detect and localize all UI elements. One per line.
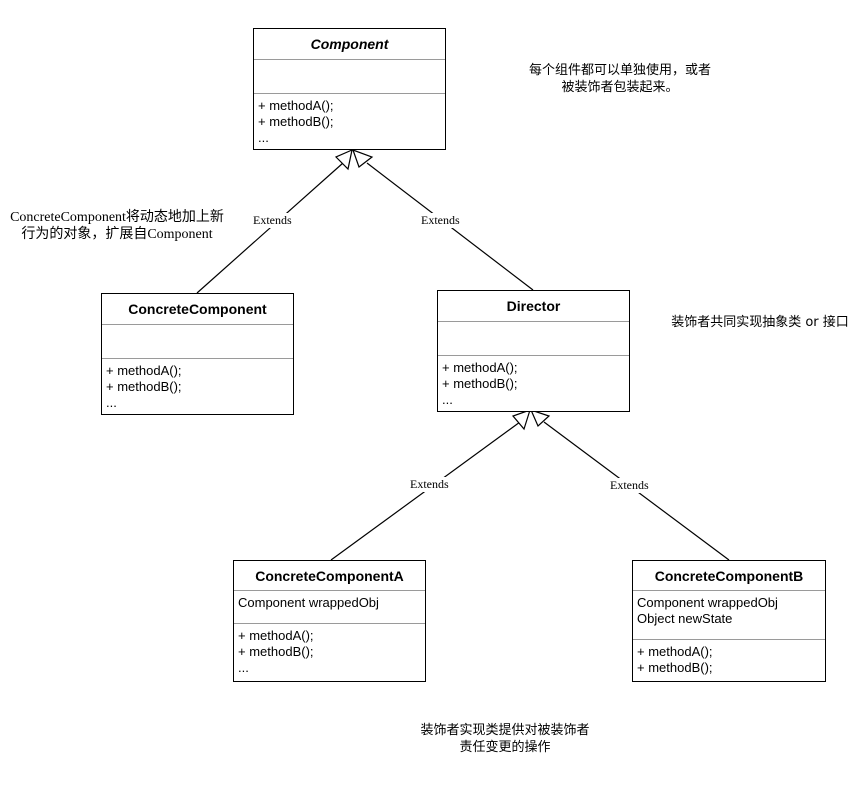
method-item: ... <box>106 395 117 410</box>
class-methods: + methodA(); + methodB(); ... <box>234 624 425 676</box>
method-item: + methodA(); <box>258 98 334 113</box>
note-line: 装饰者共同实现抽象类 or 接口 <box>671 315 849 330</box>
class-director[interactable]: Director + methodA(); + methodB(); ... <box>437 290 630 412</box>
note-bottom: 装饰者实现类提供对被装饰者 责任变更的操作 <box>400 722 610 756</box>
class-methods: + methodA(); + methodB(); ... <box>438 356 629 408</box>
class-name: ConcreteComponentA <box>234 561 425 591</box>
class-name: Component <box>254 29 445 60</box>
inheritance-arrow-icon <box>529 409 551 428</box>
note-line: 被装饰者包装起来。 <box>561 80 679 95</box>
note-director: 装饰者共同实现抽象类 or 接口 <box>660 314 860 331</box>
method-item: ... <box>442 392 453 407</box>
edge-concrete-component-to-component <box>196 148 353 294</box>
note-line: 行为的对象，扩展自Component <box>21 227 213 242</box>
method-item: + methodB(); <box>258 114 334 129</box>
method-item: + methodA(); <box>238 628 314 643</box>
class-attributes: Component wrappedObj <box>234 591 425 624</box>
class-attributes: Component wrappedObj Object newState <box>633 591 825 640</box>
inheritance-arrow-icon <box>352 148 374 168</box>
note-line: 装饰者实现类提供对被装饰者 <box>420 723 590 738</box>
note-line: 每个组件都可以单独使用，或者 <box>528 63 711 78</box>
class-attributes <box>102 325 293 359</box>
method-item: + methodB(); <box>106 379 182 394</box>
note-concrete-component: ConcreteComponent将动态地加上新 行为的对象，扩展自Compon… <box>2 209 232 243</box>
class-methods: + methodA(); + methodB(); ... <box>102 359 293 411</box>
method-item: + methodB(); <box>442 376 518 391</box>
class-attributes <box>254 60 445 94</box>
note-component: 每个组件都可以单独使用，或者 被装饰者包装起来。 <box>505 62 735 96</box>
inheritance-arrow-icon <box>511 409 531 431</box>
edge-label-director: Extends <box>419 213 462 228</box>
edge-label-concrete-component: Extends <box>251 213 294 228</box>
method-item: + methodB(); <box>238 644 314 659</box>
method-item: + methodA(); <box>442 360 518 375</box>
class-name: ConcreteComponentB <box>633 561 825 591</box>
method-item: + methodB(); <box>637 660 713 675</box>
class-name: ConcreteComponent <box>102 294 293 325</box>
class-methods: + methodA(); + methodB(); ... <box>254 94 445 146</box>
class-concrete-component[interactable]: ConcreteComponent + methodA(); + methodB… <box>101 293 294 415</box>
attribute-item: Component wrappedObj <box>637 595 778 610</box>
method-item: + methodA(); <box>106 363 182 378</box>
edge-label-component-a: Extends <box>408 477 451 492</box>
attribute-item: Object newState <box>637 611 733 626</box>
class-attributes <box>438 322 629 356</box>
edge-label-component-b: Extends <box>608 478 651 493</box>
class-name: Director <box>438 291 629 322</box>
method-item: + methodA(); <box>637 644 713 659</box>
attribute-item: Component wrappedObj <box>238 595 379 610</box>
method-item: ... <box>258 130 269 145</box>
note-line: ConcreteComponent将动态地加上新 <box>10 210 224 225</box>
class-component[interactable]: Component + methodA(); + methodB(); ... <box>253 28 446 150</box>
inheritance-arrow-icon <box>334 148 353 171</box>
class-methods: + methodA(); + methodB(); <box>633 640 825 676</box>
note-line: 责任变更的操作 <box>459 740 551 755</box>
class-concrete-component-b[interactable]: ConcreteComponentB Component wrappedObj … <box>632 560 826 682</box>
method-item: ... <box>238 660 249 675</box>
class-concrete-component-a[interactable]: ConcreteComponentA Component wrappedObj … <box>233 560 426 682</box>
